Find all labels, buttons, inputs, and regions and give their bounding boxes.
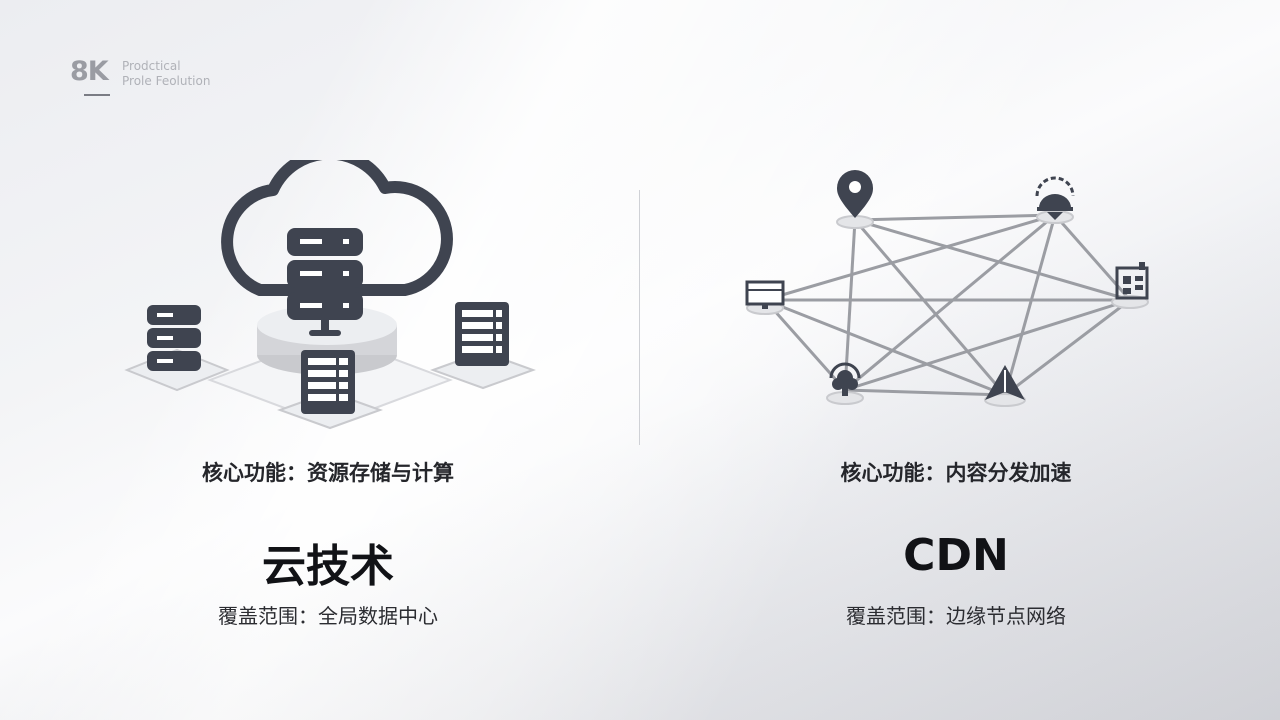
logo-mark: 8K <box>70 56 109 87</box>
cdn-network-illustration <box>745 170 1149 407</box>
logo-line-2: Prole Feolution <box>122 74 211 88</box>
logo-line-1: Prodctical <box>122 59 181 73</box>
building-icon <box>1111 262 1149 309</box>
cloud-coverage: 覆盖范围：全局数据中心 <box>218 604 438 628</box>
cloud-core-function: 核心功能：资源存储与计算 <box>202 461 454 485</box>
cloud-title: 云技术 <box>262 541 394 592</box>
logo-text: Prodctical Prole Feolution <box>122 59 210 89</box>
dome-node-icon <box>1035 176 1075 224</box>
cloud-illustration <box>124 160 536 430</box>
right-server-rack-icon <box>430 302 536 390</box>
cdn-coverage: 覆盖范围：边缘节点网络 <box>846 604 1066 628</box>
network-links <box>763 213 1132 397</box>
logo-underline <box>84 94 110 96</box>
cdn-core-function: 核心功能：内容分发加速 <box>840 461 1072 485</box>
left-database-icon <box>124 305 230 392</box>
front-server-rack-icon <box>277 350 383 430</box>
cloud-icon <box>221 160 453 296</box>
monitor-icon <box>745 280 785 315</box>
database-icon <box>287 228 363 336</box>
brand-logo: 8K Prodctical Prole Feolution <box>70 56 230 100</box>
center-divider <box>639 190 640 445</box>
tree-node-icon <box>826 362 864 405</box>
cdn-title: CDN <box>903 530 1009 581</box>
location-pin-icon <box>836 170 874 229</box>
triangle-node-icon <box>984 365 1026 407</box>
